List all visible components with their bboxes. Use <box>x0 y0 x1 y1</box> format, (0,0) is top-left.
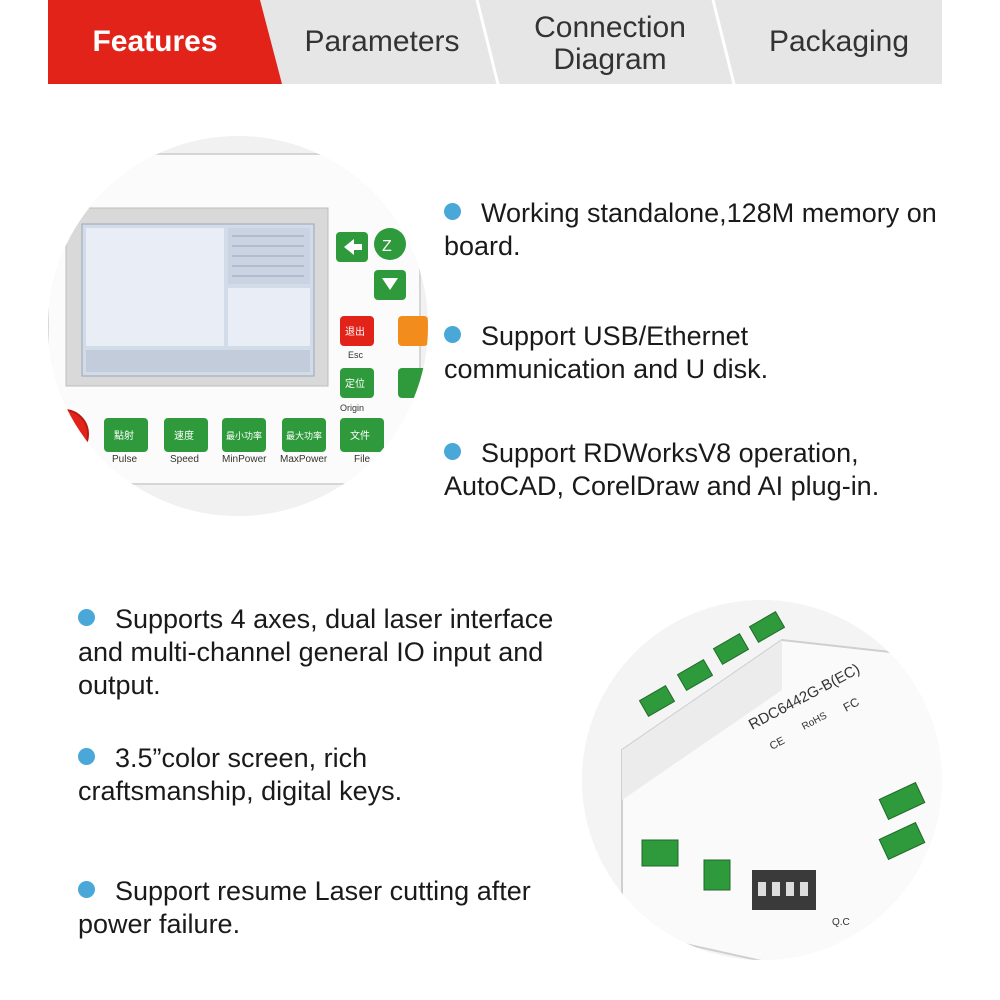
key-pulse: 點射 Pulse <box>104 418 148 465</box>
feature-text: Support RDWorksV8 operation, AutoCAD, Co… <box>444 438 880 501</box>
feature-text: 3.5”color screen, rich craftsmanship, di… <box>78 743 403 806</box>
reset-key-cn: 復位 <box>52 427 76 442</box>
origin-key-cn: 定位 <box>345 377 365 390</box>
bullet-dot <box>444 203 461 220</box>
tab-packaging-label: Packaging <box>768 25 910 58</box>
board-fc-mark: FC <box>841 695 862 715</box>
board-qc-label: Q.C <box>832 917 850 928</box>
esc-key-label: Esc <box>348 350 364 360</box>
bullet-dot <box>78 748 95 765</box>
feature-item: Support USB/Ethernet communication and U… <box>444 320 884 386</box>
feature-text: Support resume Laser cutting after power… <box>78 876 531 939</box>
feature-item: Support resume Laser cutting after power… <box>78 875 558 941</box>
svg-text:最大功率: 最大功率 <box>286 430 322 441</box>
tab-features-label: Features <box>92 25 218 58</box>
feature-item: Support RDWorksV8 operation, AutoCAD, Co… <box>444 437 944 503</box>
control-panel-illustration: Z 退出 Esc 定位 Origin 復位 et 點射 Pulse 速度 Spe… <box>48 136 428 516</box>
svg-text:速度: 速度 <box>174 429 194 442</box>
svg-text:Speed: Speed <box>170 454 199 465</box>
key-minpower: 最小功率 MinPower <box>222 418 267 465</box>
controller-board-illustration: RDC6442G-B(EC) CE RoHS FC Q.C <box>582 600 942 960</box>
feature-text: Support USB/Ethernet communication and U… <box>444 321 769 384</box>
key-speed: 速度 Speed <box>164 418 208 465</box>
tab-features[interactable]: Features <box>48 0 282 84</box>
feature-text: Supports 4 axes, dual laser interface an… <box>78 604 554 700</box>
svg-text:MaxPower: MaxPower <box>280 454 328 465</box>
feature-item: Working standalone,128M memory on board. <box>444 197 944 263</box>
origin-key-label: Origin <box>340 403 364 413</box>
bullet-dot <box>78 881 95 898</box>
svg-text:MinPower: MinPower <box>222 454 267 465</box>
key-file: 文件 File <box>340 418 384 465</box>
tab-parameters[interactable]: Parameters <box>282 0 482 84</box>
bullet-dot <box>78 609 95 626</box>
tab-connection-diagram-label: Connection Diagram <box>534 11 686 76</box>
feature-text: Working standalone,128M memory on board. <box>444 198 937 261</box>
feature-item: 3.5”color screen, rich craftsmanship, di… <box>78 742 498 808</box>
tab-packaging[interactable]: Packaging <box>736 0 942 84</box>
control-panel-photo: Z 退出 Esc 定位 Origin 復位 et 點射 Pulse 速度 Spe… <box>48 136 428 516</box>
tab-bar: Features Parameters Connection Diagram P… <box>48 0 942 84</box>
esc-key-cn: 退出 <box>345 325 365 338</box>
controller-board-photo: RDC6442G-B(EC) CE RoHS FC Q.C <box>582 600 942 960</box>
key-maxpower: 最大功率 MaxPower <box>280 418 328 465</box>
svg-text:點射: 點射 <box>114 429 134 442</box>
svg-text:File: File <box>354 454 371 465</box>
svg-text:最小功率: 最小功率 <box>226 430 262 441</box>
bullet-dot <box>444 443 461 460</box>
tab-parameters-label: Parameters <box>304 25 460 58</box>
svg-text:Pulse: Pulse <box>112 454 137 465</box>
svg-text:文件: 文件 <box>350 429 370 442</box>
reset-key-label: et <box>58 462 67 473</box>
tab-connection-diagram[interactable]: Connection Diagram <box>494 0 726 84</box>
z-key-label: Z <box>382 238 392 255</box>
feature-item: Supports 4 axes, dual laser interface an… <box>78 603 578 702</box>
bullet-dot <box>444 326 461 343</box>
